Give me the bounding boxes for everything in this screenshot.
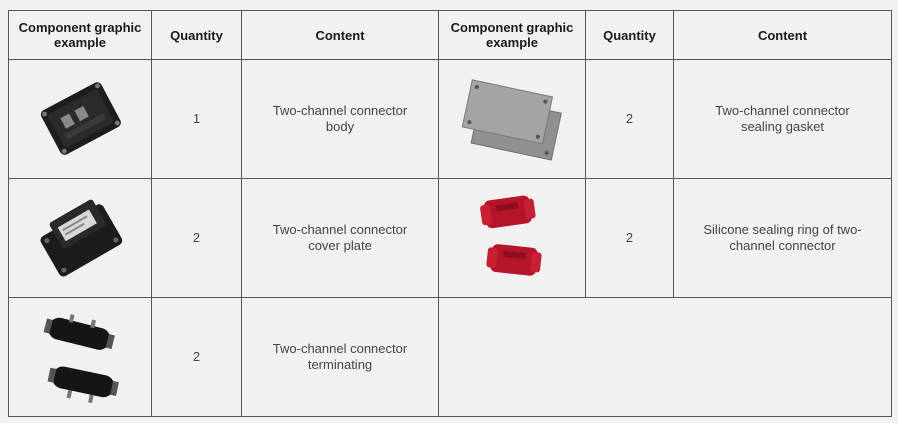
header-quantity-left: Quantity [151,10,242,60]
content-text: Two-channel connector cover plate [272,222,408,253]
content-cell: Two-channel connector terminating [241,297,439,417]
empty-cell [438,297,892,417]
header-content-right: Content [673,10,892,60]
sealing-gasket-image [461,79,562,161]
content-cell: Silicone sealing ring of two-channel con… [673,178,892,298]
content-text: Two-channel connector terminating [272,341,408,372]
header-quantity-right: Quantity [585,10,674,60]
sealing-gasket-image-cell [438,59,586,179]
cover-plate-image [40,199,123,277]
header-content-left: Content [241,10,439,60]
terminating-image-cell [8,297,152,417]
table-row: 1 Two-channel connector body 2 Two-ch [8,59,892,179]
silicone-ring-image-cell [438,178,586,298]
header-row: Component graphic example Quantity Conte… [8,10,892,60]
silicone-ring-image [480,195,542,276]
content-cell: Two-channel connector cover plate [241,178,439,298]
connector-body-image [40,82,121,155]
table-row: 2 Two-channel connector terminating [8,297,892,417]
terminating-image [43,314,119,404]
content-cell: Two-channel connector body [241,59,439,179]
content-cell: Two-channel connector sealing gasket [673,59,892,179]
content-text: Two-channel connector sealing gasket [715,103,850,134]
connector-body-image-cell [8,59,152,179]
quantity-cell: 2 [585,59,674,179]
quantity-cell: 1 [151,59,242,179]
quantity-cell: 2 [151,297,242,417]
content-text: Two-channel connector body [272,103,408,134]
header-component-left: Component graphic example [8,10,152,60]
components-table: Component graphic example Quantity Conte… [8,10,892,417]
header-component-right: Component graphic example [438,10,586,60]
table-row: 2 Two-channel connector cover plate [8,178,892,298]
content-text: Silicone sealing ring of two-channel con… [703,222,862,253]
quantity-cell: 2 [151,178,242,298]
cover-plate-image-cell [8,178,152,298]
quantity-cell: 2 [585,178,674,298]
